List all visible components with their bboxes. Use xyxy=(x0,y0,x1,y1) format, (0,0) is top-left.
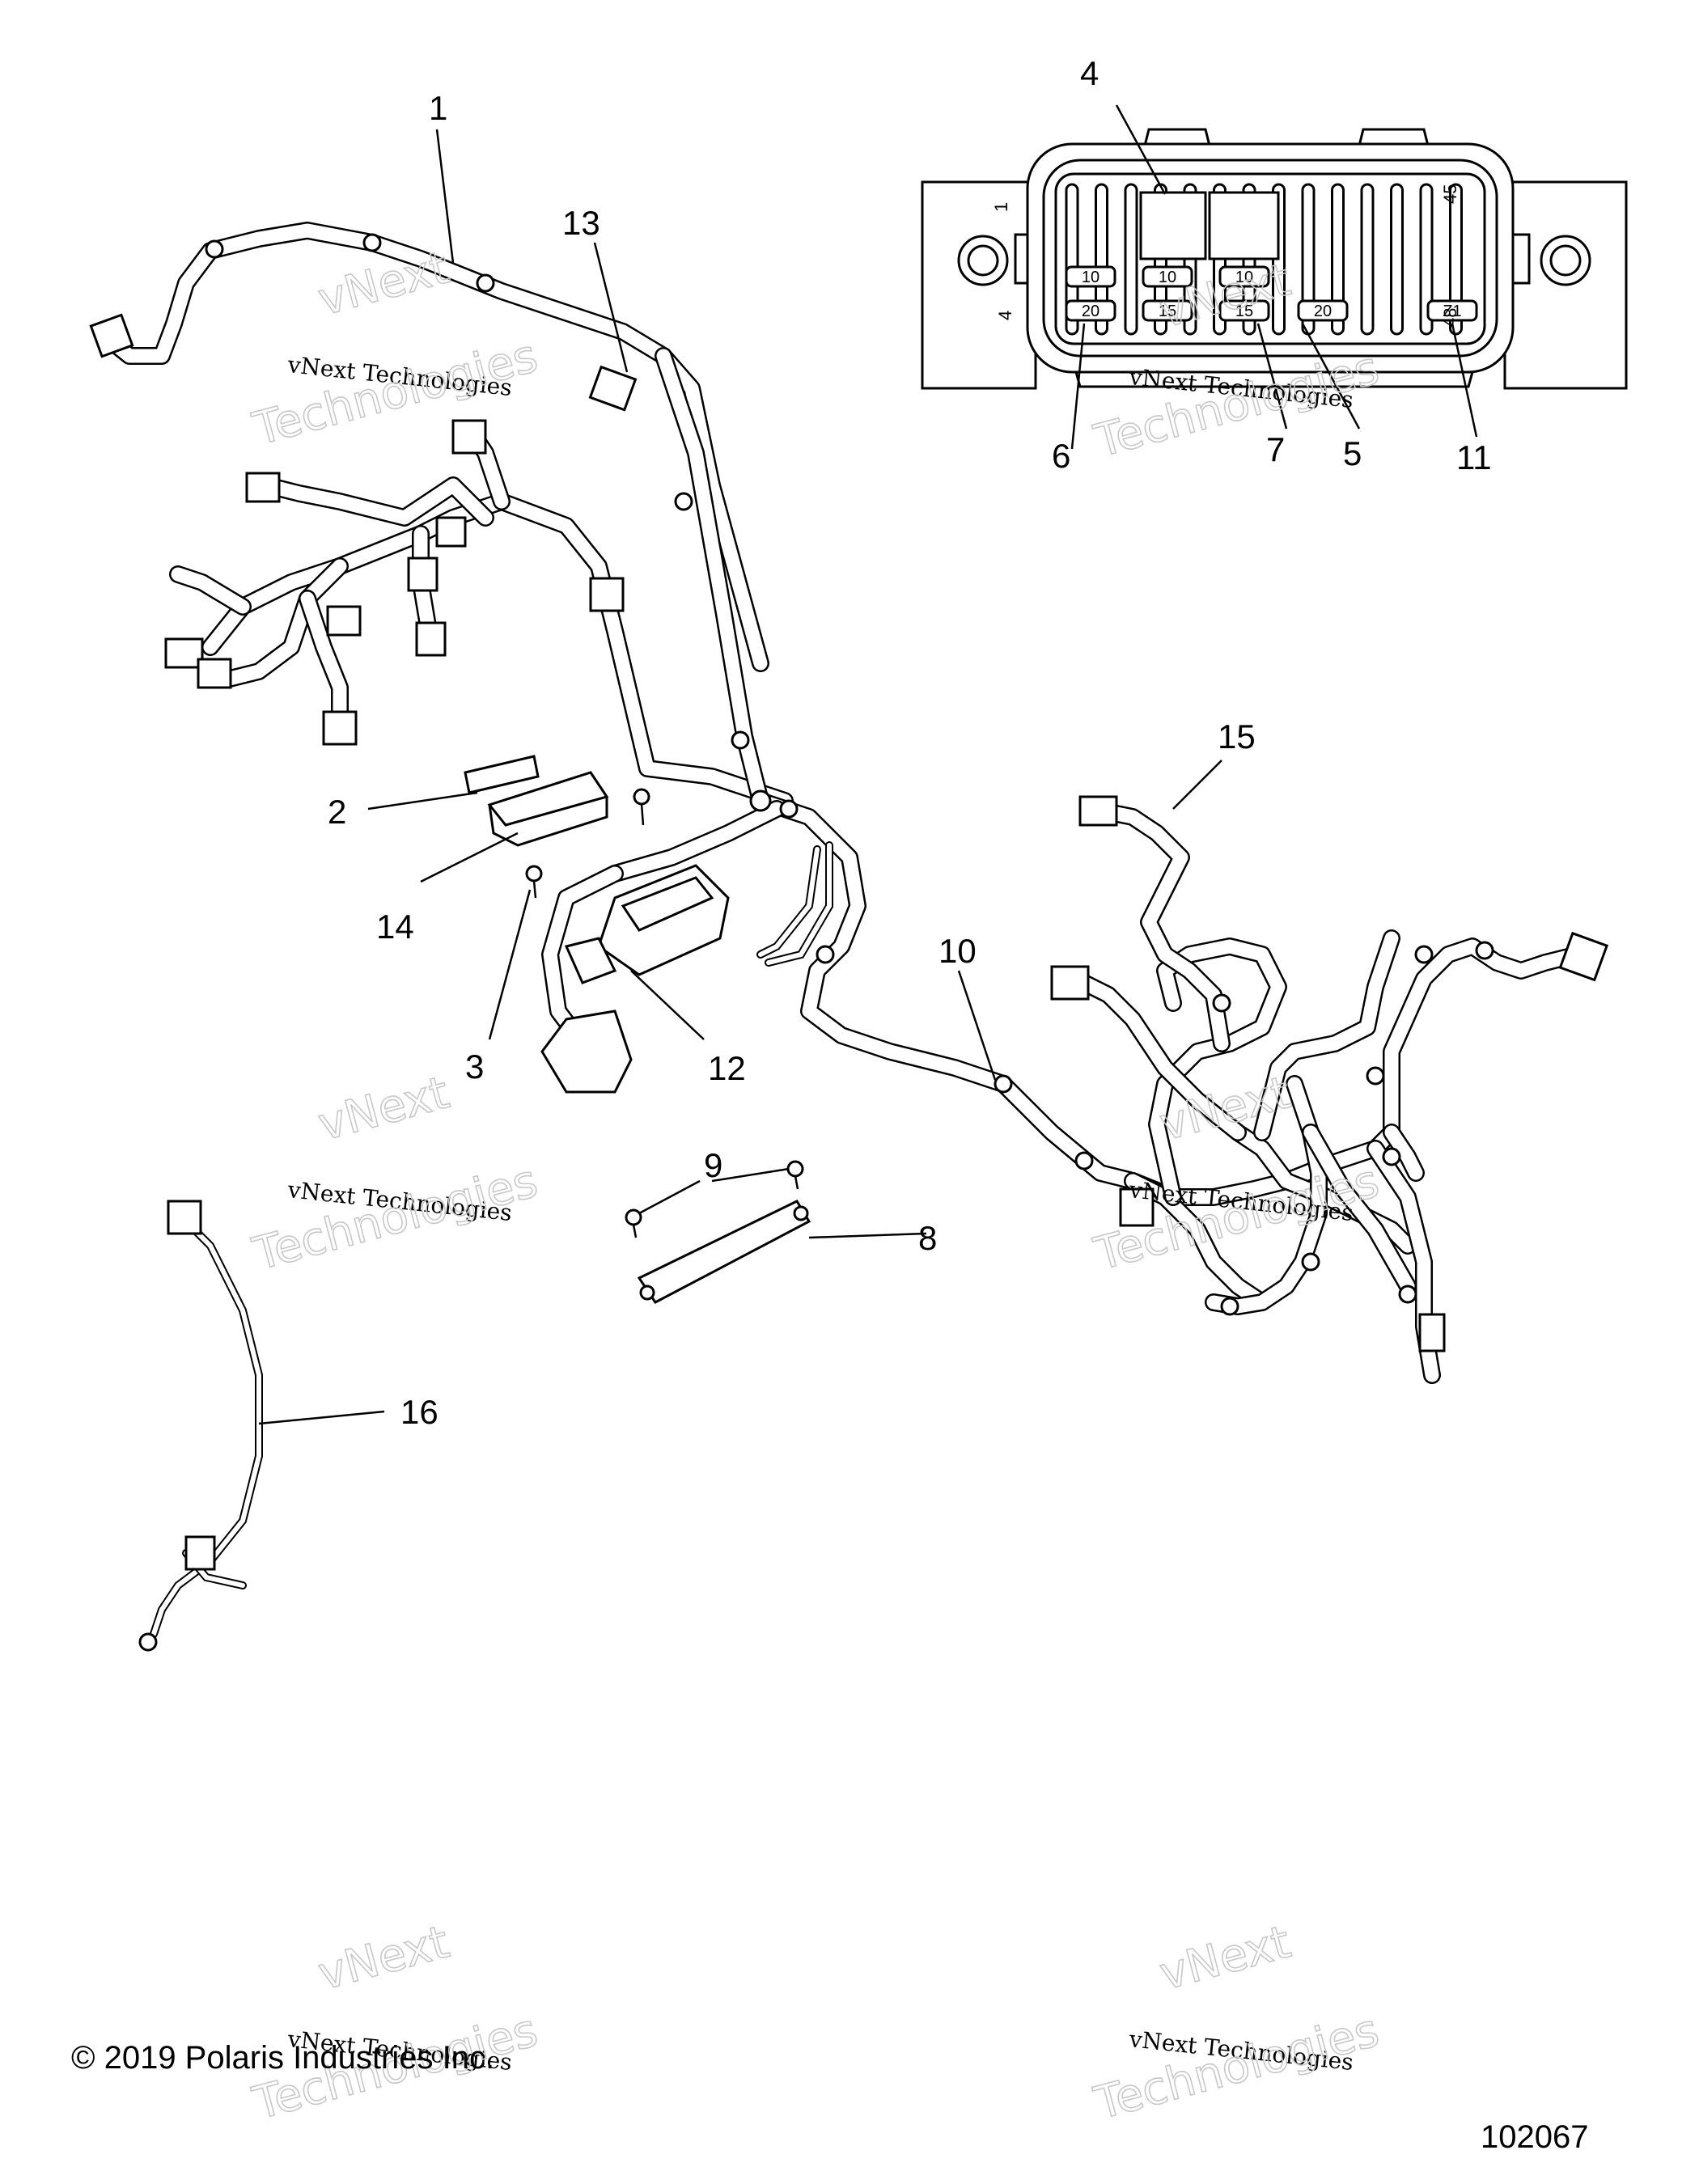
callout-10: 10 xyxy=(938,932,977,970)
watermark-vnext: vNext xyxy=(313,1066,455,1151)
fuse-bottom-label: Z1 xyxy=(1443,303,1461,320)
callout-12: 12 xyxy=(708,1049,746,1087)
callout-1: 1 xyxy=(429,89,447,127)
pin-label-45: 45 xyxy=(1440,184,1460,204)
connector-center-top xyxy=(435,516,467,548)
screw-9-right xyxy=(786,1160,804,1178)
callout-5: 5 xyxy=(1343,434,1362,472)
fuse-bottom: 20 xyxy=(1297,299,1349,322)
watermark-vnext: vNext xyxy=(1155,1915,1296,2000)
connector-15 xyxy=(1078,795,1118,827)
pin-column xyxy=(1331,183,1345,336)
connector-grommet xyxy=(451,419,487,455)
callout-11: 11 xyxy=(1456,438,1492,476)
fuse-bottom: 15 xyxy=(1142,299,1193,322)
main-harness-connectors xyxy=(89,233,835,964)
diagram-number: 102067 xyxy=(1481,2119,1589,2155)
bracket-strap xyxy=(637,1200,811,1304)
callout-leaders xyxy=(258,104,1478,1425)
callout-4: 4 xyxy=(1080,54,1099,92)
fuse-bottom-label: 15 xyxy=(1159,303,1176,320)
connector-right-branch xyxy=(589,577,625,612)
fuse-box-assembly: 10 10 10 20 15 15 20 Z1 45 48 1 4 xyxy=(921,128,1628,390)
pin-column xyxy=(1390,183,1404,336)
fuse-top: 10 xyxy=(1218,265,1270,288)
pin-column xyxy=(1449,183,1463,336)
watermark-vnext: vNext xyxy=(313,1915,455,2000)
callout-7: 7 xyxy=(1266,430,1285,468)
callout-16: 16 xyxy=(400,1393,439,1431)
part-2-14-module xyxy=(464,755,609,847)
right-wiring-harness xyxy=(994,795,1609,1384)
part-12-ecu xyxy=(525,788,730,1094)
ground-lead-ring-terminal xyxy=(138,1632,158,1652)
fuse-top-label: 10 xyxy=(1159,269,1176,286)
callout-8: 8 xyxy=(918,1219,937,1257)
part-16-ground-lead xyxy=(138,1200,263,1652)
connector-13 xyxy=(588,365,638,412)
pin-column xyxy=(1360,183,1375,336)
callout-13: 13 xyxy=(562,204,600,242)
callout-2: 2 xyxy=(328,793,346,831)
screw-part-12 xyxy=(633,788,650,806)
fuse-top: 10 xyxy=(1065,265,1116,288)
connector-center-low xyxy=(415,621,447,657)
callout-15: 15 xyxy=(1218,717,1256,756)
ecu-connector xyxy=(564,937,617,984)
fuse-bottom: 15 xyxy=(1218,299,1270,322)
connector-upper-left xyxy=(245,472,281,503)
connector-center xyxy=(407,557,439,592)
callout-labels: 1 2 3 4 5 6 7 8 9 10 11 12 13 14 15 16 xyxy=(328,54,1492,1431)
ground-lead-fuse xyxy=(184,1535,216,1571)
callout-9: 9 xyxy=(704,1146,722,1184)
pin-column xyxy=(1095,183,1108,336)
fuse-row-top: 10 10 10 xyxy=(1065,265,1270,288)
copyright-notice: © 2019 Polaris Industries Inc. xyxy=(71,2040,495,2076)
part-2-label-sticker xyxy=(464,755,540,794)
fuse-bottom-label: 15 xyxy=(1235,303,1253,320)
fuse-top-label: 10 xyxy=(1235,269,1253,286)
callout-6: 6 xyxy=(1052,437,1070,475)
relay-left xyxy=(1139,191,1207,260)
ground-lead-connector xyxy=(167,1200,202,1235)
connector-top-left xyxy=(89,313,134,358)
screw-9-left xyxy=(625,1208,642,1226)
fuse-bottom: 20 xyxy=(1065,299,1116,322)
pin-label-48: 48 xyxy=(1440,308,1460,328)
pin-column xyxy=(1124,183,1138,336)
screw-part-3 xyxy=(525,865,543,882)
main-wiring-harness xyxy=(100,222,1182,1206)
connector-right-harness-down xyxy=(1418,1313,1446,1352)
connector-right-harness-end xyxy=(1558,931,1609,982)
callout-14: 14 xyxy=(376,908,414,946)
relay-right xyxy=(1208,191,1280,260)
connector-lower-left xyxy=(197,658,232,689)
connector-right-harness-bottom xyxy=(1119,1187,1155,1227)
pin-label-1: 1 xyxy=(991,202,1011,212)
fuse-bottom: Z1 xyxy=(1426,299,1478,322)
callout-3: 3 xyxy=(465,1048,484,1086)
fuse-row-bottom: 20 15 15 20 Z1 xyxy=(1065,299,1478,322)
pin-label-4: 4 xyxy=(995,311,1015,320)
fuse-top-label: 10 xyxy=(1082,269,1099,286)
fuse-top: 10 xyxy=(1142,265,1193,288)
part-3-connector xyxy=(540,1009,633,1094)
fuse-bottom-label: 20 xyxy=(1082,303,1099,320)
connector-mid-left xyxy=(326,605,362,637)
connector-down-left xyxy=(322,710,358,746)
connector-right-harness-left xyxy=(1050,965,1090,1001)
fuse-bottom-label: 20 xyxy=(1314,303,1332,320)
pin-column xyxy=(1419,183,1434,336)
pin-column xyxy=(1065,183,1079,336)
connector-left xyxy=(164,637,204,669)
